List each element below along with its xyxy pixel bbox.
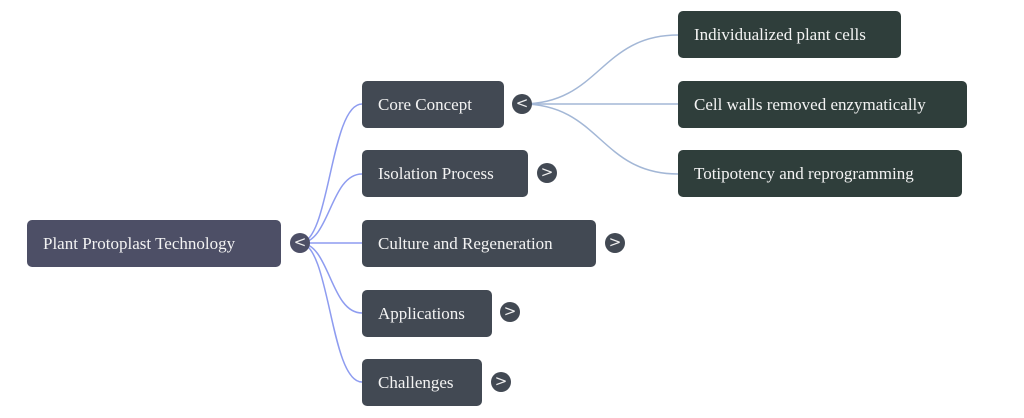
root-node-label: Plant Protoplast Technology [43,233,236,253]
collapse-root-toggle-icon[interactable]: < [290,233,310,253]
branch-challenges[interactable]: Challenges [362,359,482,406]
expand-culture-regeneration-toggle-icon[interactable]: > [605,233,625,253]
branch-applications[interactable]: Applications [362,290,492,337]
edge-core-individualized [521,34,679,105]
leaf-individualized-plant-cells[interactable]: Individualized plant cells [678,11,901,58]
branch-core-concept[interactable]: Core Concept [362,81,504,128]
branch-label: Isolation Process [378,163,494,183]
expand-applications-toggle-icon[interactable]: > [500,302,520,322]
leaf-label: Totipotency and reprogramming [694,163,914,183]
expand-isolation-process-toggle-icon[interactable]: > [537,163,557,183]
edge-core-totipotency [521,103,679,175]
leaf-label: Individualized plant cells [694,24,866,44]
branch-label: Core Concept [378,94,472,114]
root-node[interactable]: Plant Protoplast Technology [27,220,281,267]
edge-root-core-concept [299,103,363,244]
branch-culture-regeneration[interactable]: Culture and Regeneration [362,220,596,267]
expand-challenges-toggle-icon[interactable]: > [491,372,511,392]
branch-isolation-process[interactable]: Isolation Process [362,150,528,197]
branch-label: Challenges [378,372,454,392]
edge-root-isolation-process [299,173,363,244]
collapse-core-concept-toggle-icon[interactable]: < [512,94,532,114]
branch-label: Applications [378,303,465,323]
edge-root-challenges [299,242,363,383]
branch-label: Culture and Regeneration [378,233,553,253]
leaf-label: Cell walls removed enzymatically [694,94,926,114]
leaf-totipotency[interactable]: Totipotency and reprogramming [678,150,962,197]
leaf-cell-walls-removed[interactable]: Cell walls removed enzymatically [678,81,967,128]
edge-root-applications [299,242,363,314]
